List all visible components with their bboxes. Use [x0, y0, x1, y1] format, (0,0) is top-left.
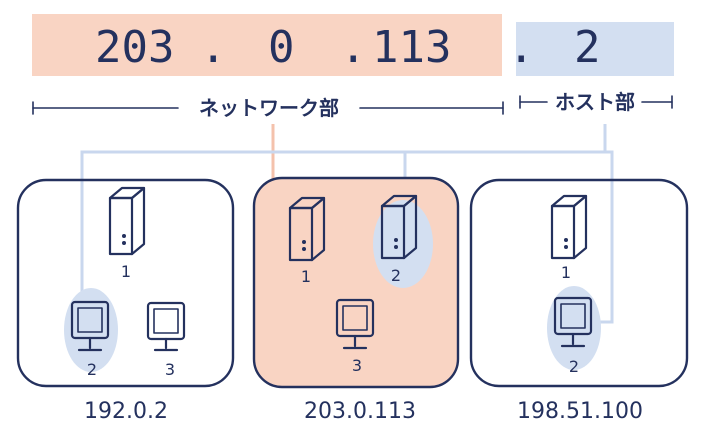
device-label: 2	[391, 266, 401, 285]
monitor-icon	[553, 296, 593, 348]
octet-4: 2	[574, 22, 601, 73]
monitor-icon	[70, 300, 110, 352]
host-part-label: ホスト部	[555, 90, 635, 114]
octet-2: 0	[268, 22, 295, 73]
device-label: 1	[561, 263, 571, 282]
monitor-icon	[335, 298, 375, 350]
host-range-bracket	[519, 95, 673, 109]
octet-1: 203	[95, 22, 174, 73]
server-icon	[550, 194, 588, 260]
device-label: 1	[121, 262, 131, 281]
server-icon	[380, 194, 418, 260]
network-address-192-0-2: 192.0.2	[84, 399, 168, 424]
network-part-box	[32, 14, 502, 76]
network-address-203-0-113: 203.0.113	[304, 399, 416, 424]
server-icon	[288, 196, 326, 262]
dot-3: .	[508, 22, 535, 73]
monitor-icon	[146, 301, 186, 352]
network-address-198-51-100: 198.51.100	[517, 399, 643, 424]
host-part-box	[516, 22, 674, 76]
dot-1: .	[200, 22, 227, 73]
network-range-bracket	[32, 101, 504, 115]
device-label: 3	[165, 360, 175, 379]
network-part-label: ネットワーク部	[199, 96, 339, 120]
device-label: 2	[569, 357, 579, 376]
device-label: 1	[301, 267, 311, 286]
device-label: 3	[352, 356, 362, 375]
network-box-192-0-2: 1 2 3	[16, 178, 235, 388]
network-box-203-0-113: 1 2 3	[252, 176, 460, 389]
device-label: 2	[87, 360, 97, 379]
server-icon	[108, 186, 146, 256]
network-box-198-51-100: 1 2	[469, 178, 689, 388]
octet-3: 113	[372, 22, 451, 73]
dot-2: .	[340, 22, 367, 73]
